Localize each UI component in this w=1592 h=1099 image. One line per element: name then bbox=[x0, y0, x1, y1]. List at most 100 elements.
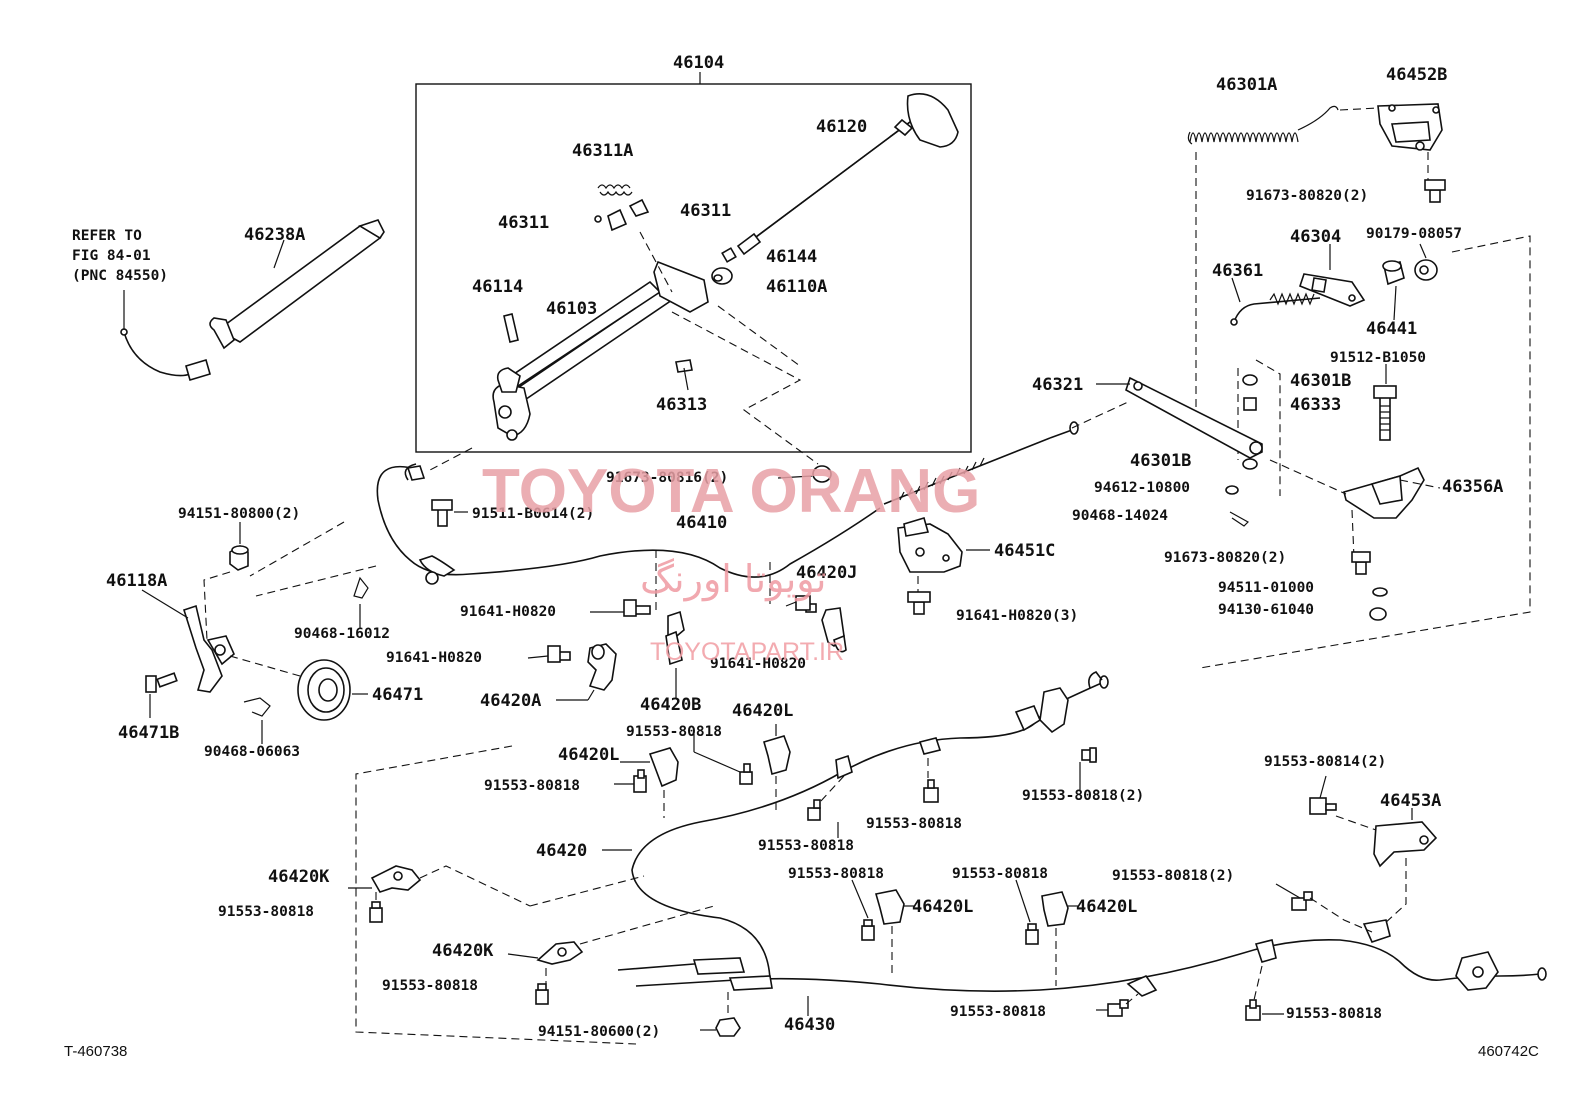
label-91511-B0614-2: 91511-B0614(2) bbox=[472, 506, 594, 522]
label-46118A: 46118A bbox=[106, 571, 167, 591]
washer-94612-10800 bbox=[1225, 485, 1239, 495]
intermediate-lever-46321 bbox=[1125, 376, 1263, 459]
label-91553-80818-a: 91553-80818 bbox=[626, 724, 722, 740]
label-91641-H0820-b: 91641-H0820 bbox=[386, 650, 482, 666]
label-46238A: 46238A bbox=[244, 225, 305, 245]
pulley-46471 bbox=[297, 659, 351, 721]
watermark-url: TOYOTAPART.IR bbox=[650, 638, 844, 666]
pin-46114 bbox=[503, 313, 519, 343]
label-46471: 46471 bbox=[372, 685, 423, 705]
label-91553-80818-e: 91553-80818 bbox=[218, 904, 314, 920]
label-46420: 46420 bbox=[536, 841, 587, 861]
return-spring-46301A bbox=[1187, 105, 1339, 145]
spring-46311A bbox=[597, 184, 633, 196]
label-91641-H0820-c: 91641-H0820 bbox=[710, 656, 806, 672]
label-46304: 46304 bbox=[1290, 227, 1341, 247]
adjuster-46441 bbox=[1382, 260, 1405, 286]
label-90179-08057: 90179-08057 bbox=[1366, 226, 1462, 242]
rear-cable-46420 bbox=[631, 671, 1109, 981]
label-91553-80818-f: 91553-80818 bbox=[788, 866, 884, 882]
label-90468-14024: 90468-14024 bbox=[1072, 508, 1168, 524]
label-91553-80818-j: 91553-80818 bbox=[950, 1004, 1046, 1020]
washer-94511-01000 bbox=[1372, 587, 1388, 597]
label-91553-80814-2: 91553-80814(2) bbox=[1264, 754, 1386, 770]
bolt-91553-80818-a bbox=[633, 769, 647, 793]
footer-left-code: T-460738 bbox=[64, 1043, 127, 1060]
label-46420A: 46420A bbox=[480, 691, 541, 711]
bracket-46420L-a bbox=[648, 747, 679, 788]
bolt-91553-80818-d bbox=[807, 799, 821, 821]
bolt-91553-80818-top-right bbox=[1081, 747, 1097, 763]
label-94151-80800-2: 94151-80800(2) bbox=[178, 506, 300, 522]
label-46356A: 46356A bbox=[1442, 477, 1503, 497]
bushing-46301B-lower bbox=[1242, 458, 1258, 470]
rod-46361 bbox=[1230, 292, 1321, 326]
label-91553-80818-g: 91553-80818 bbox=[952, 866, 1048, 882]
label-46420K-a: 46420K bbox=[268, 867, 330, 887]
bolt-91641-H0820-b bbox=[547, 645, 571, 663]
label-91553-80818-2-b: 91553-80818(2) bbox=[1112, 868, 1234, 884]
pin-46313 bbox=[675, 359, 693, 391]
label-91673-80816-2: 91673-80816(2) bbox=[606, 470, 728, 486]
watermark-persian: تویوتا اورنگ bbox=[640, 557, 827, 602]
nut-91673-80816 bbox=[812, 465, 832, 483]
bolt-91553-80818-g bbox=[1025, 923, 1039, 945]
label-46103: 46103 bbox=[546, 299, 597, 319]
assembly-46104-frame bbox=[415, 83, 972, 453]
bushing-46301B-upper bbox=[1242, 374, 1258, 386]
collar-46333 bbox=[1243, 397, 1257, 411]
label-46441: 46441 bbox=[1366, 319, 1417, 339]
bracket-46420K-b bbox=[536, 941, 584, 965]
clip-90468-06063 bbox=[243, 697, 271, 717]
refer-line-3: (PNC 84550) bbox=[72, 268, 168, 284]
label-46420L-c: 46420L bbox=[912, 897, 973, 917]
label-91673-80820-2-top: 91673-80820(2) bbox=[1246, 188, 1368, 204]
lever-46118A bbox=[183, 604, 235, 693]
nut-94151-80800 bbox=[229, 545, 249, 571]
label-46453A: 46453A bbox=[1380, 791, 1441, 811]
bracket-46453A bbox=[1373, 821, 1438, 868]
switch-84550 bbox=[120, 328, 211, 381]
label-91512-B1050: 91512-B1050 bbox=[1330, 350, 1426, 366]
label-46104: 46104 bbox=[673, 53, 724, 73]
bracket-46420A bbox=[587, 643, 617, 691]
bolt-91641-H0820-a bbox=[623, 599, 651, 617]
bolt-91553-80818-f bbox=[861, 919, 875, 941]
cover-46238A bbox=[209, 219, 385, 350]
bushing-46144 bbox=[721, 247, 737, 263]
label-90468-16012: 90468-16012 bbox=[294, 626, 390, 642]
clip-90468-16012 bbox=[353, 576, 369, 599]
bracket-46451C bbox=[897, 517, 963, 573]
label-46410: 46410 bbox=[676, 513, 727, 533]
lever-46304 bbox=[1299, 273, 1366, 307]
bracket-46452B bbox=[1377, 103, 1443, 151]
nut-90179-08057 bbox=[1414, 259, 1438, 281]
bracket-46356A bbox=[1343, 466, 1425, 519]
bolt-91553-80818-j bbox=[1107, 999, 1129, 1017]
bracket-46420L-b bbox=[763, 735, 791, 776]
bolt-91553-80818-c bbox=[923, 779, 939, 803]
refer-line-1: REFER TO bbox=[72, 228, 142, 244]
rear-cable-46430 bbox=[617, 919, 1547, 997]
front-cable-46410 bbox=[376, 421, 1079, 585]
bolt-91553-80818-k bbox=[1245, 999, 1261, 1021]
label-46420L-d: 46420L bbox=[1076, 897, 1137, 917]
bolt-91553-80818-i bbox=[535, 983, 549, 1005]
label-91553-80818-2-a: 91553-80818(2) bbox=[1022, 788, 1144, 804]
label-46333: 46333 bbox=[1290, 395, 1341, 415]
bolt-91553-80818-e bbox=[369, 901, 383, 923]
label-46144: 46144 bbox=[766, 247, 817, 267]
bolt-91553-80814 bbox=[1309, 797, 1337, 815]
label-94612-10800: 94612-10800 bbox=[1094, 480, 1190, 496]
nut-94130-61040 bbox=[1369, 607, 1387, 621]
bolt-91641-H0820-right bbox=[907, 591, 931, 615]
label-94511-01000: 94511-01000 bbox=[1218, 580, 1314, 596]
label-46420J: 46420J bbox=[796, 563, 857, 583]
bolt-91673-80820-top bbox=[1424, 179, 1446, 203]
bolt-91553-80818-b bbox=[739, 763, 753, 785]
label-91553-80818-d: 91553-80818 bbox=[758, 838, 854, 854]
label-91641-H0820-a: 91641-H0820 bbox=[460, 604, 556, 620]
bracket-46420L-d bbox=[1041, 891, 1069, 927]
label-46420L-b: 46420L bbox=[558, 745, 619, 765]
